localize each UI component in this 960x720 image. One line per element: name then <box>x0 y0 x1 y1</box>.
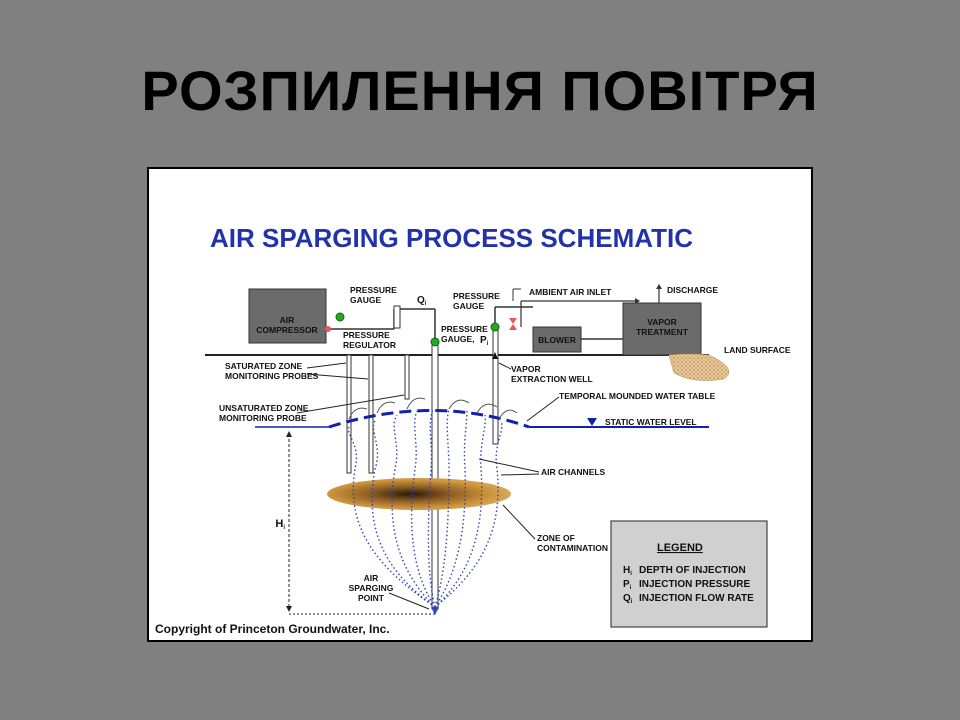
air-compressor-label-1: AIR <box>280 315 295 325</box>
vapor-treatment-label-2: TREATMENT <box>636 327 689 337</box>
flow-meter <box>393 305 401 329</box>
svg-text:Pi: Pi <box>623 579 632 591</box>
svg-text:INJECTION PRESSURE: INJECTION PRESSURE <box>639 579 750 590</box>
copyright-text: Copyright of Princeton Groundwater, Inc. <box>155 622 390 636</box>
pressure-gauge-icon <box>335 312 345 322</box>
svg-text:DEPTH OF INJECTION: DEPTH OF INJECTION <box>639 565 746 576</box>
sparging-point-icon <box>431 607 439 615</box>
pi-arrow-icon <box>492 352 498 359</box>
air-channels <box>347 408 503 608</box>
static-water-level-label: STATIC WATER LEVEL <box>605 417 697 427</box>
air-sparging-point-label-1: AIR <box>364 573 379 583</box>
air-sparging-point-label-2: SPARGING <box>349 583 394 593</box>
unsaturated-zone-label-1: UNSATURATED ZONE <box>219 403 309 413</box>
soil-mound <box>668 353 730 381</box>
pressure-gauge-2-label-1: PRESSURE <box>453 291 500 301</box>
pressure-gauge-pi-label-2: GAUGE, <box>441 334 475 344</box>
ambient-air-inlet-label: AMBIENT AIR INLET <box>529 287 612 297</box>
air-compressor-box <box>248 288 327 344</box>
saturated-probe-1 <box>346 354 352 474</box>
legend-title: LEGEND <box>657 542 703 554</box>
saturated-zone-label-1: SATURATED ZONE <box>225 361 302 371</box>
saturated-zone-label-2: MONITORING PROBES <box>225 371 319 381</box>
vapor-extraction-label-1: VAPOR <box>511 364 541 374</box>
valve-icon <box>509 318 517 330</box>
legend-box <box>610 520 768 628</box>
svg-text:Qi: Qi <box>623 593 633 605</box>
zone-of-contamination-label-2: CONTAMINATION <box>537 543 608 553</box>
discharge-arrow-icon <box>656 284 662 289</box>
land-surface-label: LAND SURFACE <box>724 345 791 355</box>
diagram-title: AIR SPARGING PROCESS SCHEMATIC <box>210 223 693 253</box>
vapor-treatment-box <box>622 302 702 356</box>
mounded-water-table <box>328 409 530 429</box>
slide-title: РОЗПИЛЕННЯ ПОВІТРЯ <box>141 59 819 122</box>
vapor-pressure-gauge-icon <box>490 322 500 332</box>
blower-label: BLOWER <box>538 335 576 345</box>
air-compressor-label-2: COMPRESSOR <box>256 325 317 335</box>
pressure-regulator-label-2: REGULATOR <box>343 340 396 350</box>
q-symbol: Qi <box>417 295 427 307</box>
air-channels-label: AIR CHANNELS <box>541 467 606 477</box>
diagram-frame: AIR SPARGING PROCESS SCHEMATIC AIR COMPR… <box>147 167 813 642</box>
legend-item: Hi DEPTH OF INJECTION <box>623 565 746 577</box>
pressure-gauge-1-label-1: PRESSURE <box>350 285 397 295</box>
zone-of-contamination-label-1: ZONE OF <box>537 533 575 543</box>
unsaturated-probe <box>404 354 410 400</box>
pressure-regulator-icon <box>325 326 331 332</box>
vapor-extraction-label-2: EXTRACTION WELL <box>511 374 593 384</box>
h-symbol: Hi <box>275 518 285 531</box>
vapor-treatment-label-1: VAPOR <box>647 317 677 327</box>
pressure-regulator-label-1: PRESSURE <box>343 330 390 340</box>
discharge-label: DISCHARGE <box>667 285 718 295</box>
contamination-plume <box>327 478 511 510</box>
air-sparging-point-label-3: POINT <box>358 593 385 603</box>
vapor-flow-arrows <box>348 397 518 420</box>
sparge-well <box>431 338 439 610</box>
pi-pressure-gauge-icon <box>430 337 440 347</box>
temporal-water-table-label: TEMPORAL MOUNDED WATER TABLE <box>559 391 716 401</box>
unsaturated-zone-label-2: MONITORING PROBE <box>219 413 307 423</box>
blower-box <box>532 326 582 353</box>
pressure-gauge-2-label-2: GAUGE <box>453 301 485 311</box>
water-level-triangle-icon <box>587 418 597 426</box>
p-symbol: Pi <box>480 335 489 347</box>
legend-item: Pi INJECTION PRESSURE <box>623 579 750 591</box>
svg-text:INJECTION FLOW RATE: INJECTION FLOW RATE <box>639 593 754 604</box>
legend-item: Qi INJECTION FLOW RATE <box>623 593 754 605</box>
pressure-gauge-pi-label-1: PRESSURE <box>441 324 488 334</box>
air-sparging-schematic: AIR SPARGING PROCESS SCHEMATIC AIR COMPR… <box>155 223 791 636</box>
vapor-extraction-well <box>492 328 499 445</box>
saturated-probe-2 <box>368 354 374 474</box>
pressure-gauge-1-label-2: GAUGE <box>350 295 382 305</box>
svg-text:Hi: Hi <box>623 565 632 577</box>
